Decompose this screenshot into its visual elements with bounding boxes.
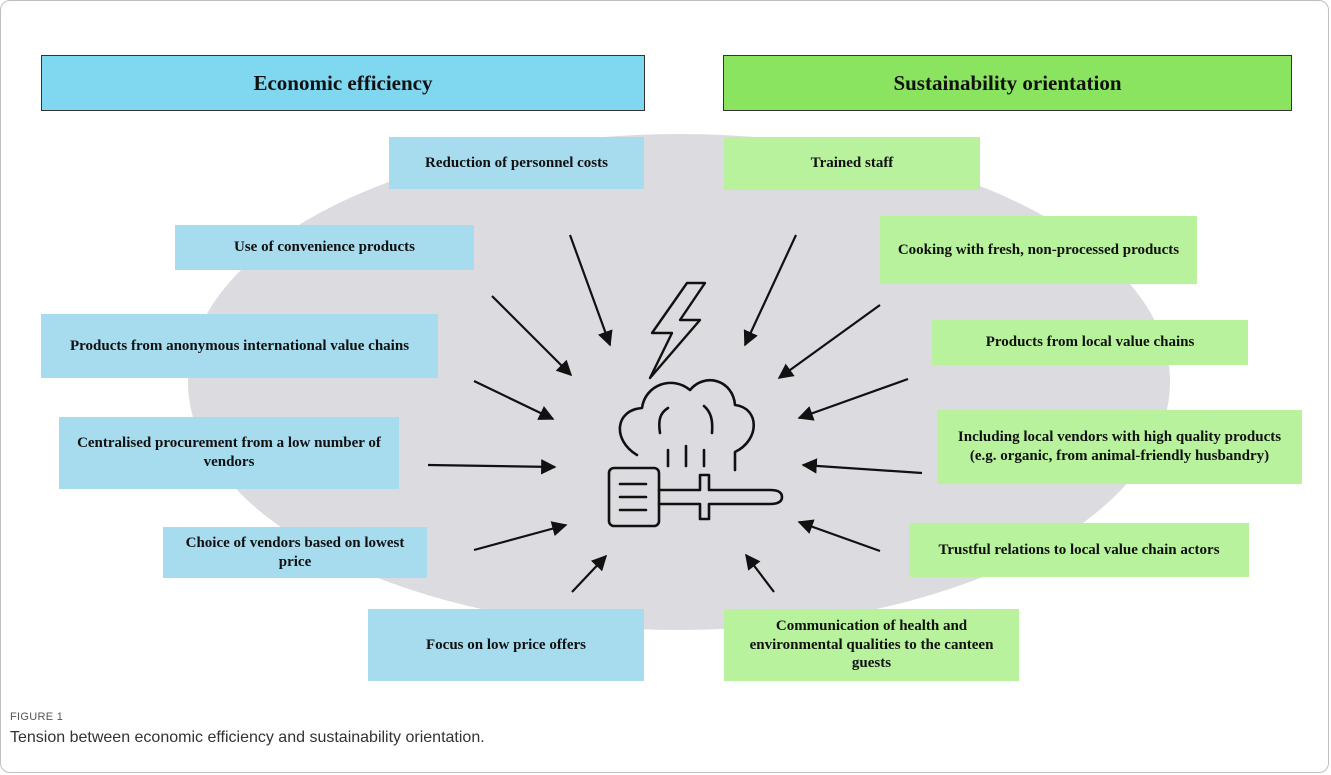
economic-item-lowest-price: Choice of vendors based on lowest price bbox=[163, 527, 427, 578]
sustainability-item-fresh-products: Cooking with fresh, non-processed produc… bbox=[880, 216, 1197, 284]
sustainability-item-local-chains: Products from local value chains bbox=[932, 320, 1248, 365]
economic-item-centralised-procurement: Centralised procurement from a low numbe… bbox=[59, 417, 399, 489]
arrow-local-chains bbox=[797, 377, 909, 421]
sustainability-item-trustful-relations: Trustful relations to local value chain … bbox=[909, 523, 1249, 577]
arrow-convenience-products bbox=[491, 295, 573, 377]
figure-label: FIGURE 1 bbox=[10, 711, 64, 723]
economic-item-convenience-products: Use of convenience products bbox=[175, 225, 474, 270]
sustainability-item-communication: Communication of health and environmenta… bbox=[724, 609, 1019, 681]
chef-hat-icon bbox=[618, 379, 756, 472]
arrow-trustful-relations bbox=[797, 519, 881, 553]
arrow-local-vendors bbox=[801, 458, 923, 475]
arrow-lowest-price bbox=[473, 521, 568, 552]
economic-item-international-chains: Products from anonymous international va… bbox=[41, 314, 438, 378]
arrow-international-chains bbox=[473, 380, 555, 420]
economic-item-personnel-costs: Reduction of personnel costs bbox=[389, 137, 644, 189]
economic-efficiency-header: Economic efficiency bbox=[41, 55, 645, 111]
spatula-icon bbox=[607, 466, 784, 528]
sustainability-item-trained-staff: Trained staff bbox=[724, 137, 980, 190]
arrow-low-price-offers bbox=[571, 554, 608, 593]
figure-caption: Tension between economic efficiency and … bbox=[10, 729, 485, 746]
arrow-centralised-procurement bbox=[427, 459, 557, 475]
arrow-fresh-products bbox=[777, 304, 881, 379]
sustainability-orientation-header: Sustainability orientation bbox=[723, 55, 1292, 111]
arrow-communication bbox=[745, 553, 775, 593]
economic-efficiency-label: Economic efficiency bbox=[253, 70, 433, 95]
economic-item-low-price-offers: Focus on low price offers bbox=[368, 609, 644, 681]
sustainability-item-local-vendors: Including local vendors with high qualit… bbox=[937, 410, 1302, 484]
lightning-icon bbox=[648, 281, 707, 380]
arrow-trained-staff bbox=[743, 234, 797, 347]
arrow-personnel-costs bbox=[568, 234, 613, 347]
sustainability-orientation-label: Sustainability orientation bbox=[893, 70, 1122, 95]
figure-diagram: Economic efficiency Sustainability orien… bbox=[41, 55, 1302, 681]
